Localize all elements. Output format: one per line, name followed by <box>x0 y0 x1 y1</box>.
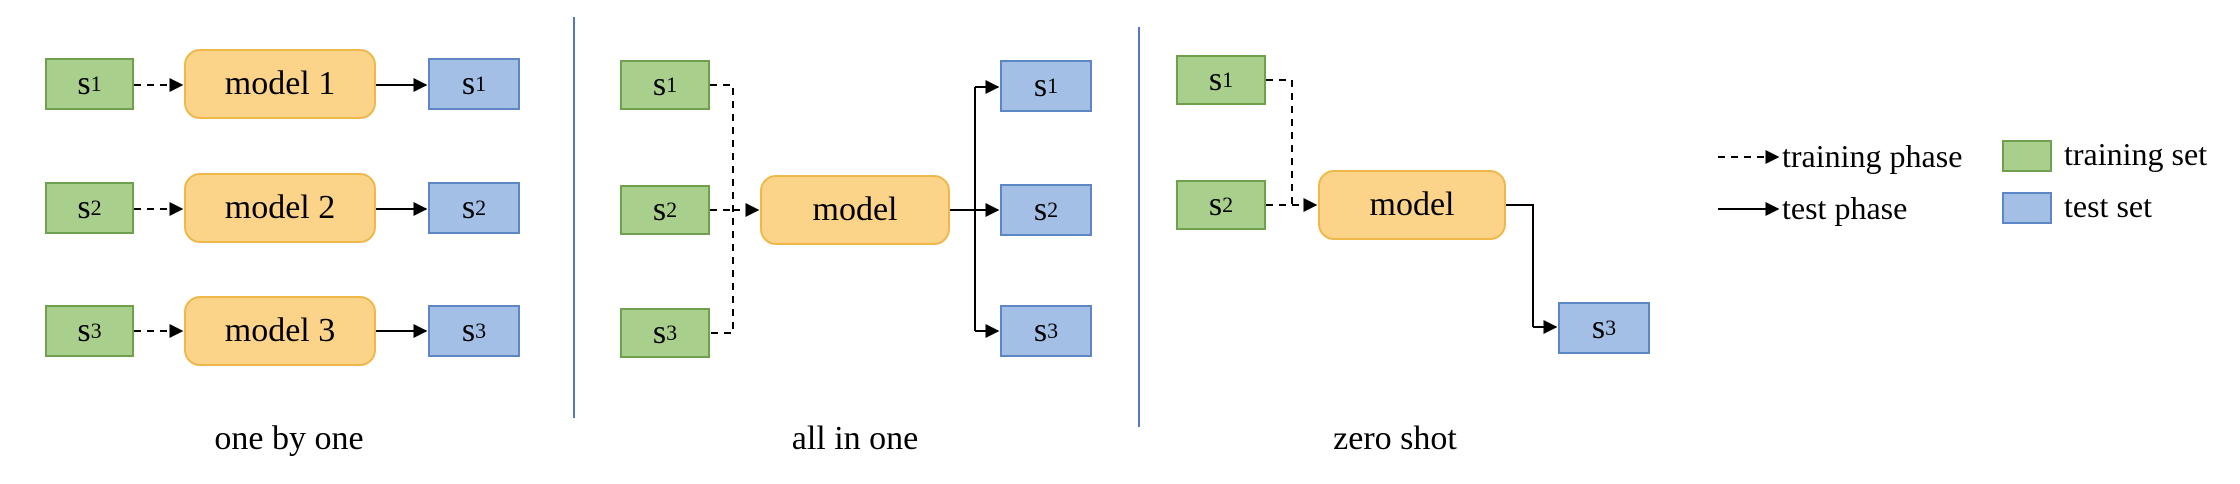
p1-model-1: model 1 <box>184 49 376 119</box>
set-subscript: 3 <box>1605 315 1617 340</box>
set-letter: s <box>652 66 667 103</box>
legend-test-set: test set <box>2064 188 2152 224</box>
set-letter: s <box>1591 309 1606 346</box>
p3-model: model <box>1318 170 1506 240</box>
set-subscript: 2 <box>475 195 487 220</box>
legend-test-set-swatch <box>2002 192 2052 224</box>
set-letter: s <box>461 189 476 226</box>
set-letter: s <box>1033 67 1048 104</box>
divider-1 <box>573 17 575 418</box>
set-letter: s <box>1208 61 1223 98</box>
p3-caption: zero shot <box>1333 420 1457 457</box>
set-letter: s <box>461 312 476 349</box>
set-letter: s <box>77 189 91 226</box>
set-subscript: 1 <box>90 71 102 96</box>
set-subscript: 2 <box>1222 192 1234 217</box>
set-letter: s <box>1033 191 1048 228</box>
set-subscript: 3 <box>475 318 487 343</box>
p2-test-connector <box>950 87 976 331</box>
p2-train-connector <box>710 84 734 334</box>
set-subscript: 1 <box>1047 73 1059 98</box>
legend-test-phase: test phase <box>1782 190 1908 226</box>
set-subscript: 1 <box>1222 67 1234 92</box>
p1-caption: one by one <box>214 420 364 457</box>
model-label: model <box>812 191 898 228</box>
set-subscript: 3 <box>1047 318 1059 343</box>
set-subscript: 2 <box>90 195 102 220</box>
model-label: model 3 <box>224 312 336 349</box>
p2-caption: all in one <box>791 420 919 457</box>
set-letter: s <box>652 314 667 351</box>
p3-train-connector <box>1266 79 1293 206</box>
set-subscript: 2 <box>666 197 678 222</box>
set-letter: s <box>77 65 91 102</box>
set-letter: s <box>461 65 476 102</box>
set-letter: s <box>77 312 91 349</box>
set-letter: s <box>1208 186 1223 223</box>
p3-test-connector <box>1506 204 1534 327</box>
set-subscript: 1 <box>666 72 678 97</box>
legend-training-set: training set <box>2064 136 2208 172</box>
set-subscript: 3 <box>90 318 102 343</box>
set-subscript: 1 <box>475 71 487 96</box>
set-letter: s <box>1033 312 1048 349</box>
p2-model: model <box>760 175 950 245</box>
model-label: model 2 <box>224 189 336 226</box>
model-label: model <box>1369 186 1455 223</box>
set-subscript: 2 <box>1047 197 1059 222</box>
divider-2 <box>1138 27 1140 427</box>
model-label: model 1 <box>224 65 336 102</box>
set-letter: s <box>652 191 667 228</box>
p1-model-2: model 2 <box>184 173 376 243</box>
set-subscript: 3 <box>666 320 678 345</box>
legend-training-set-swatch <box>2002 140 2052 172</box>
p1-model-3: model 3 <box>184 296 376 366</box>
legend-training-phase: training phase <box>1782 138 1963 174</box>
